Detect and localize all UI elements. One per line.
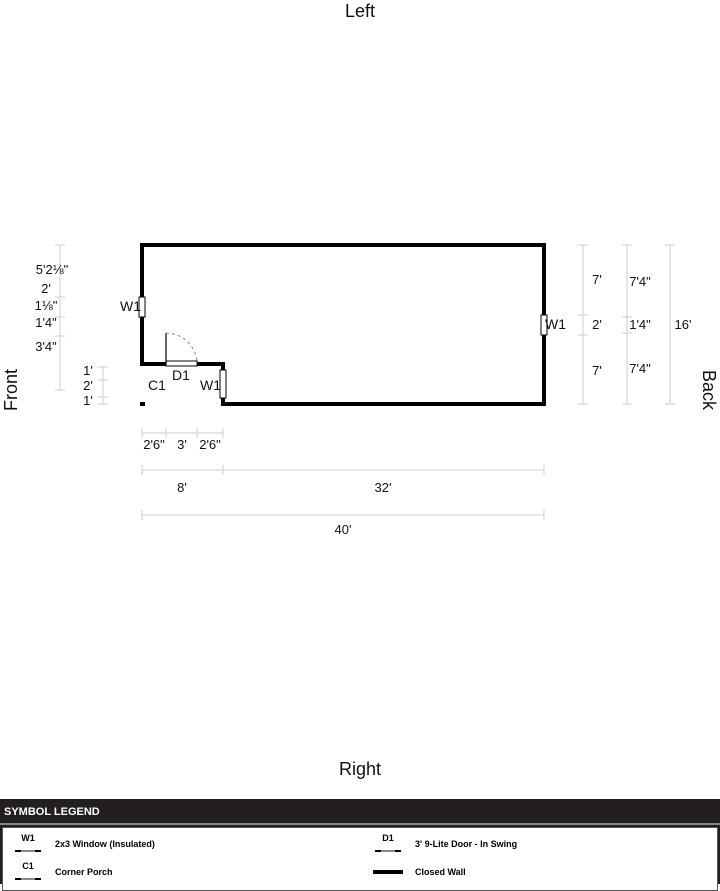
legend-label: Corner Porch xyxy=(55,867,113,877)
window-back xyxy=(540,314,548,336)
dim-label: 3' xyxy=(177,437,187,452)
dim-label: 2' xyxy=(41,281,51,296)
dim-label: 5'2⅛" xyxy=(36,262,69,277)
porch-symbol-icon: C1 xyxy=(13,861,43,883)
symbol-legend: SYMBOL LEGEND W1 2x3 Window (Insulated) … xyxy=(0,799,720,891)
door-d1 xyxy=(165,332,198,367)
label-c1: C1 xyxy=(148,377,166,393)
closed-wall-icon xyxy=(373,861,403,883)
dim-label: 2'6" xyxy=(143,437,165,452)
dim-label: 2' xyxy=(592,317,602,332)
legend-label: Closed Wall xyxy=(415,867,466,877)
dim-label: 1⅛" xyxy=(35,298,58,313)
dim-label: 1'4" xyxy=(629,317,651,332)
dim-label: 1' xyxy=(83,393,93,408)
dim-label: 32' xyxy=(375,480,392,495)
label-d1: D1 xyxy=(172,367,190,383)
dim-label: 16' xyxy=(675,317,692,332)
label-w1-left: W1 xyxy=(120,298,141,314)
dim-label: 1' xyxy=(83,363,93,378)
dim-label: 1'4" xyxy=(35,315,57,330)
dim-label: 7' xyxy=(592,272,602,287)
side-label-right: Right xyxy=(339,759,381,779)
label-w1-porch: W1 xyxy=(200,377,221,393)
dim-label: 40' xyxy=(335,522,352,537)
dim-label: 2' xyxy=(83,378,93,393)
dim-label: 7'4" xyxy=(629,274,651,289)
dimension-labels: 5'2⅛" 2' 1⅛" 1'4" 3'4" 1' 2' 1' 2'6" 3' … xyxy=(35,262,692,537)
legend-item-closed-wall: Closed Wall xyxy=(373,861,466,883)
legend-item-w1: W1 2x3 Window (Insulated) xyxy=(13,833,155,855)
dim-label: 7' xyxy=(592,363,602,378)
legend-code: D1 xyxy=(382,833,394,843)
dim-label: 2'6" xyxy=(199,437,221,452)
dimension-lines xyxy=(55,244,675,520)
legend-code: W1 xyxy=(21,833,35,843)
side-label-back: Back xyxy=(699,370,719,411)
legend-item-d1: D1 3' 9-Lite Door - In Swing xyxy=(373,833,517,855)
floor-plan: Left Right Front Back W1 W1 W1 D1 C1 5'2… xyxy=(1,1,719,779)
legend-title: SYMBOL LEGEND xyxy=(0,799,720,825)
walls xyxy=(140,243,546,406)
legend-item-c1: C1 Corner Porch xyxy=(13,861,113,883)
window-symbol-icon: W1 xyxy=(13,833,43,855)
legend-label: 2x3 Window (Insulated) xyxy=(55,839,155,849)
label-w1-back: W1 xyxy=(545,316,566,332)
dim-label: 8' xyxy=(177,480,187,495)
legend-code: C1 xyxy=(22,861,34,871)
dim-label: 3'4" xyxy=(35,339,57,354)
window-left xyxy=(138,296,146,318)
window-porch xyxy=(219,369,227,399)
legend-label: 3' 9-Lite Door - In Swing xyxy=(415,839,518,849)
side-label-left: Left xyxy=(345,1,375,21)
dim-label: 7'4" xyxy=(629,361,651,376)
door-symbol-icon: D1 xyxy=(373,833,403,855)
side-label-front: Front xyxy=(1,369,21,411)
